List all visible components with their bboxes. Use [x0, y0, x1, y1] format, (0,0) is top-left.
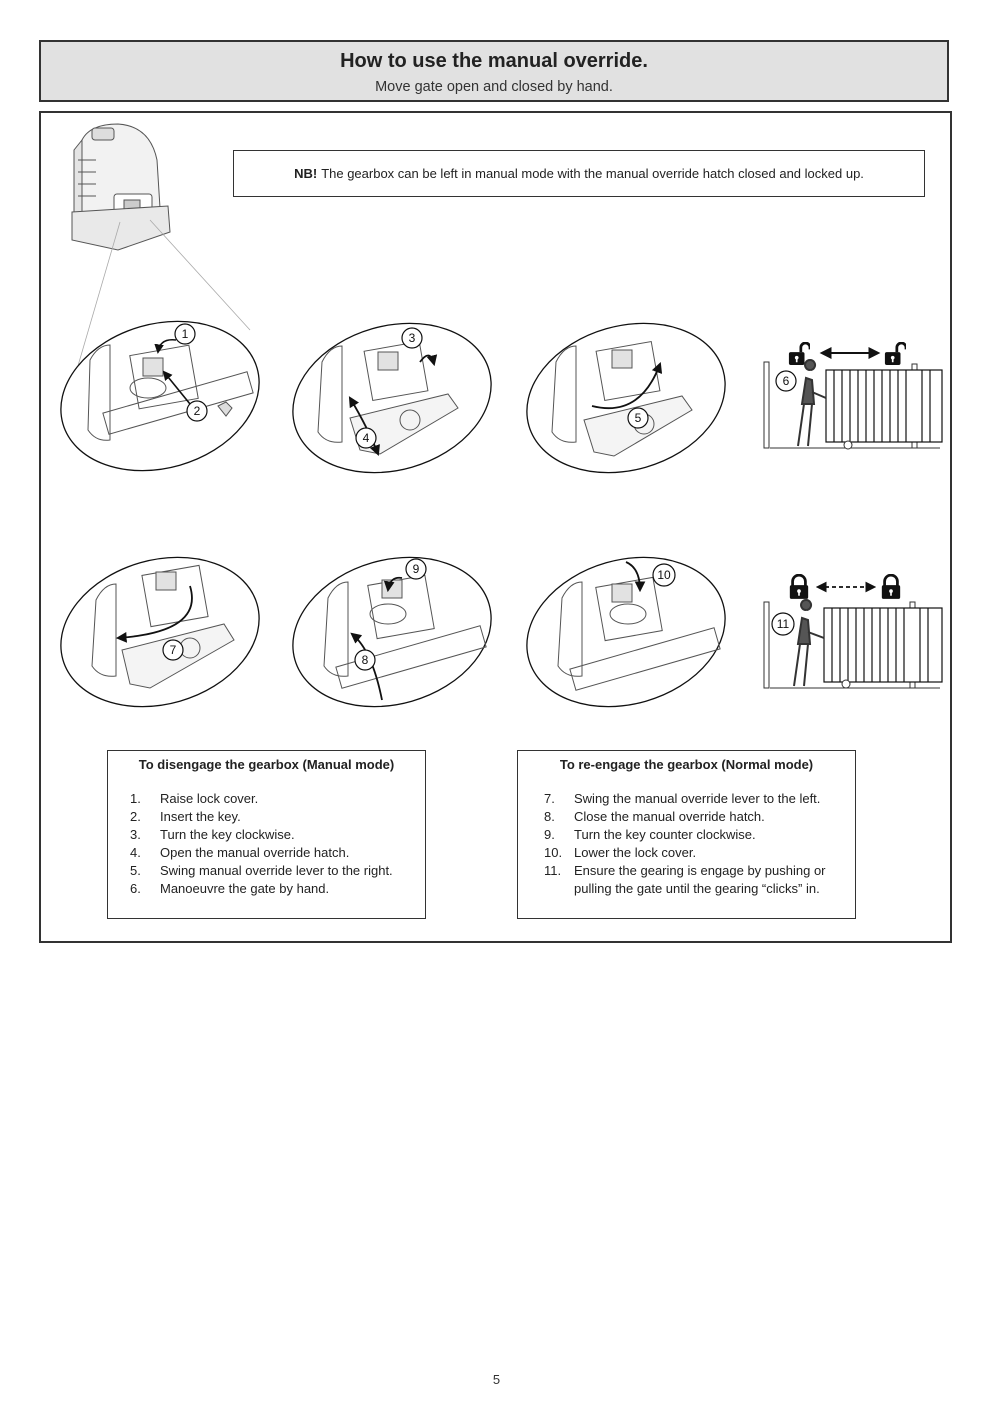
reengage-instructions: To re-engage the gearbox (Normal mode) 7…	[517, 750, 856, 919]
step-callout-2: 2	[186, 400, 208, 422]
step-callout-3: 3	[401, 327, 423, 349]
page-header: How to use the manual override. Move gat…	[39, 40, 949, 102]
list-item: 7.Swing the manual override lever to the…	[544, 791, 821, 806]
list-item: 1.Raise lock cover.	[130, 791, 259, 806]
gate-scene-unlocked	[763, 342, 943, 450]
svg-text:2: 2	[194, 404, 201, 418]
step-callout-7: 7	[162, 639, 184, 661]
list-item: 9.Turn the key counter clockwise.	[544, 827, 756, 842]
disengage-steps-list: 1.Raise lock cover. 2.Insert the key. 3.…	[108, 790, 425, 898]
step-callout-8: 8	[354, 649, 376, 671]
list-item: 3.Turn the key clockwise.	[130, 827, 295, 842]
override-illustrations: 1 2 3 4 5 6 7 8 9 10 11	[60, 123, 943, 708]
list-item: 11.Ensure the gearing is engage by pushi…	[544, 863, 826, 896]
svg-text:8: 8	[362, 653, 369, 667]
svg-text:9: 9	[413, 562, 420, 576]
step-3-4-detail	[292, 322, 492, 474]
page-number: 5	[492, 1372, 501, 1387]
step-callout-4: 4	[355, 427, 377, 449]
padlock-open-icon-right	[884, 342, 906, 366]
svg-text:5: 5	[635, 411, 642, 425]
reengage-title: To re-engage the gearbox (Normal mode)	[559, 757, 814, 772]
step-callout-5: 5	[627, 407, 649, 429]
disengage-instructions: To disengage the gearbox (Manual mode) 1…	[107, 750, 426, 919]
svg-text:10: 10	[657, 568, 671, 582]
svg-text:3: 3	[409, 331, 416, 345]
page-title: How to use the manual override.	[340, 50, 648, 72]
svg-text:4: 4	[363, 431, 370, 445]
step-callout-6: 6	[775, 370, 797, 392]
gate-motor-unit	[71, 123, 171, 251]
content-frame	[39, 111, 952, 943]
padlock-closed-icon-left	[788, 574, 810, 600]
list-item: 4.Open the manual override hatch.	[130, 845, 350, 860]
disengage-title: To disengage the gearbox (Manual mode)	[138, 757, 395, 772]
nb-note: NB! The gearbox can be left in manual mo…	[233, 150, 925, 197]
list-item: 10.Lower the lock cover.	[544, 845, 697, 860]
step-5-detail	[526, 322, 726, 474]
nb-text: The gearbox can be left in manual mode w…	[321, 166, 864, 181]
step-callout-11: 11	[771, 612, 795, 636]
svg-text:7: 7	[170, 643, 177, 657]
padlock-closed-icon-right	[880, 574, 902, 600]
list-item: 6.Manoeuvre the gate by hand.	[130, 881, 330, 896]
page-subtitle: Move gate open and closed by hand.	[375, 79, 613, 95]
list-item: 8.Close the manual override hatch.	[544, 809, 765, 824]
step-10-detail	[526, 556, 726, 708]
svg-text:1: 1	[182, 327, 189, 341]
step-callout-9: 9	[405, 558, 427, 580]
gate-scene-locked	[763, 574, 943, 689]
step-8-9-detail	[292, 556, 492, 708]
list-item: 2.Insert the key.	[130, 809, 241, 824]
list-item: 5.Swing manual override lever to the rig…	[130, 863, 393, 878]
reengage-steps-list: 7.Swing the manual override lever to the…	[518, 790, 855, 898]
svg-text:11: 11	[777, 617, 790, 631]
step-7-detail	[60, 556, 260, 708]
step-1-2-detail	[60, 320, 260, 472]
svg-text:6: 6	[783, 374, 790, 388]
step-callout-10: 10	[652, 563, 676, 587]
nb-label: NB!	[294, 166, 318, 181]
step-callout-1: 1	[174, 323, 196, 345]
